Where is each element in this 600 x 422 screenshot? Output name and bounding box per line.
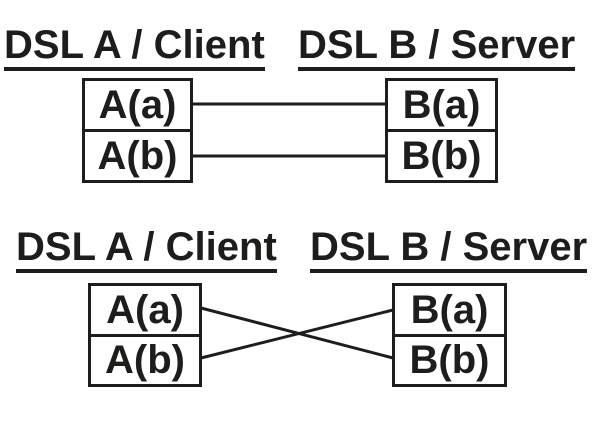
port-cell-a-b: A(b) (91, 333, 199, 385)
port-cell-b-b: B(b) (388, 129, 495, 180)
connection-line-aa-to-bb-crossed (200, 306, 394, 360)
port-cell-a-a: A(a) (106, 287, 184, 332)
server-port-box: B(a) B(b) (392, 283, 507, 387)
server-port-box: B(a) B(b) (385, 78, 498, 183)
client-port-box: A(a) A(b) (88, 283, 202, 387)
port-cell-b-b: B(b) (395, 333, 504, 385)
port-cell-a-b: A(b) (85, 129, 190, 180)
server-title: DSL B / Server (298, 25, 576, 71)
port-cell-a-a: A(a) (98, 83, 177, 127)
client-port-box: A(a) A(b) (82, 78, 193, 183)
connection-line-ab-to-ba-crossed (200, 308, 394, 360)
server-title: DSL B / Server (310, 227, 588, 273)
client-title: DSL A / Client (4, 25, 265, 71)
client-title: DSL A / Client (16, 227, 277, 273)
port-cell-b-a: B(a) (402, 83, 481, 127)
port-cell-b-a: B(a) (410, 287, 489, 332)
